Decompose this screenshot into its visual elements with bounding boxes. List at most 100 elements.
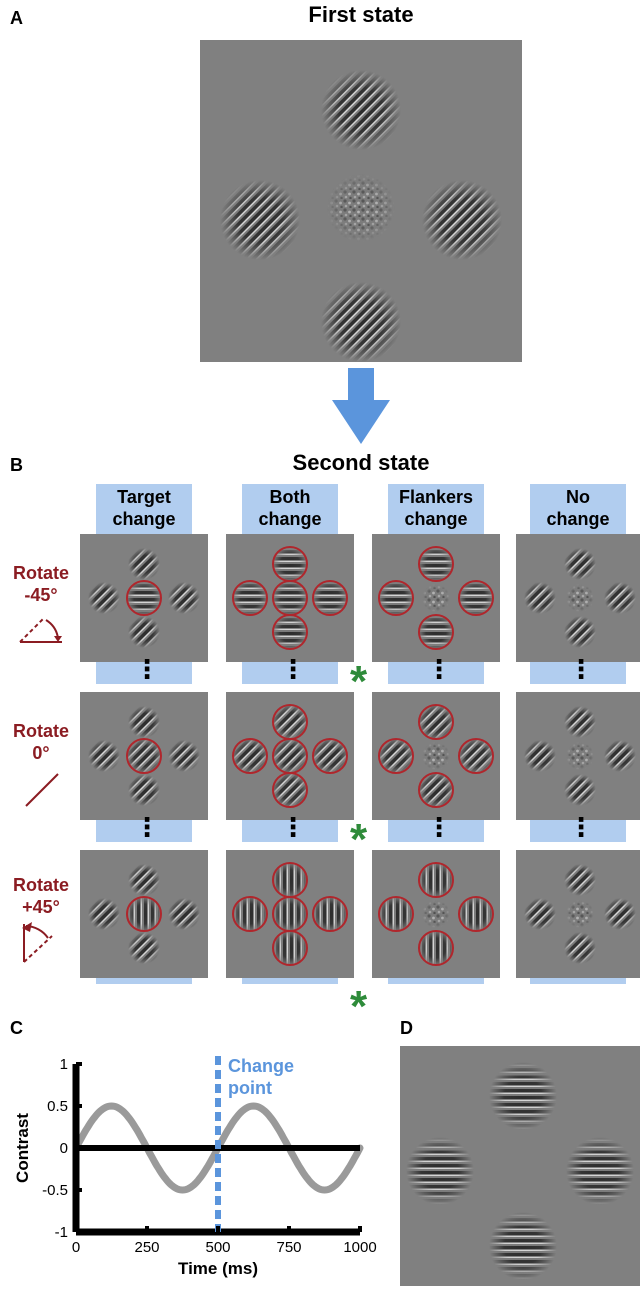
y-tick-label: 1: [60, 1056, 68, 1073]
change-marker-circle: [458, 738, 494, 774]
stimulus-cell: [226, 850, 354, 978]
column-header-line: No: [566, 487, 590, 507]
gabor-patch: [312, 580, 348, 616]
row-label-rotate-minus45: Rotate -45°: [0, 562, 82, 606]
gabor-patch: [272, 614, 308, 650]
rotation-0-icon: [25, 773, 59, 807]
change-marker-circle: [418, 930, 454, 966]
row-label-line: Rotate: [12, 875, 69, 895]
change-marker-circle: [272, 738, 308, 774]
stimulus-cell: [516, 850, 640, 978]
change-marker-circle: [378, 580, 414, 616]
gabor-left: [203, 163, 317, 277]
stimulus-cell: [80, 850, 208, 978]
ellipsis-icon: ⋮: [134, 654, 160, 684]
first-state-stimulus: [200, 40, 522, 362]
significance-star-icon: *: [350, 657, 368, 706]
change-marker-circle: [272, 580, 308, 616]
gabor-patch: [272, 580, 308, 616]
change-marker-circle: [418, 546, 454, 582]
gabor-patch: [232, 580, 268, 616]
ellipsis-icon: ⋮: [568, 654, 594, 684]
row-separator-bar: [242, 660, 338, 684]
column-header-flankers-change: Flankers change: [388, 486, 484, 530]
row-label-line: 0°: [32, 743, 50, 763]
change-marker-circle: [458, 896, 494, 932]
column-header-bar: [96, 484, 192, 534]
x-tick-label: 250: [134, 1239, 159, 1256]
change-marker-circle: [126, 896, 162, 932]
row-separator-bar: [530, 660, 626, 684]
column-header-bar: [530, 484, 626, 534]
rotation-plus45-icon: [22, 922, 53, 963]
noise-patch: [566, 584, 594, 612]
gabor-patch: [272, 546, 308, 582]
panel-b-label: B: [10, 455, 23, 475]
gabor-right: [405, 163, 519, 277]
change-marker-circle: [418, 614, 454, 650]
significance-star-icon: *: [350, 982, 368, 1031]
change-point-label-line: Change: [228, 1056, 294, 1076]
change-marker-circle: [312, 896, 348, 932]
row-label-line: -45°: [24, 585, 58, 605]
stimulus-cell: [372, 534, 500, 662]
panel-a-title: First state: [308, 2, 414, 27]
x-tick-label: 0: [72, 1239, 80, 1256]
column-header-no-change: No change: [530, 486, 626, 530]
gabor-patch: [126, 580, 162, 616]
row-separator-bar: [530, 976, 626, 984]
stimulus-cell: [516, 534, 640, 662]
change-marker-circle: [378, 738, 414, 774]
change-marker-circle: [312, 580, 348, 616]
panel-d-label: D: [400, 1018, 413, 1038]
x-axis-label: Time (ms): [178, 1259, 258, 1278]
y-tick-label: 0.5: [47, 1098, 68, 1115]
y-tick-label: -0.5: [42, 1182, 68, 1199]
y-tick-label: -1: [55, 1224, 68, 1241]
noise-patch: [422, 584, 450, 612]
ellipsis-icon: ⋮: [280, 654, 306, 684]
gabor-top: [304, 53, 418, 167]
change-marker-circle: [232, 580, 268, 616]
x-tick-label: 1000: [343, 1239, 376, 1256]
row-separator-bar: [96, 660, 192, 684]
ellipsis-icon: ⋮: [568, 812, 594, 842]
change-marker-circle: [126, 738, 162, 774]
noise-patch: [566, 742, 594, 770]
stimulus-cell: [80, 534, 208, 662]
stimulus-cell: [516, 692, 640, 820]
row-separator-bar: [388, 818, 484, 842]
column-header-line: change: [404, 509, 468, 529]
noise-patch: [422, 742, 450, 770]
gabor-patch: [418, 614, 454, 650]
row-label-line: +45°: [22, 897, 60, 917]
column-header-line: change: [258, 509, 322, 529]
ellipsis-icon: ⋮: [280, 812, 306, 842]
panel-b-title: Second state: [292, 450, 430, 475]
gabor-patch: [458, 580, 494, 616]
column-header-bar: [242, 484, 338, 534]
row-separator-bar: [242, 976, 338, 984]
ellipsis-icon: ⋮: [426, 812, 452, 842]
column-header-line: change: [112, 509, 176, 529]
column-header-bar: [388, 484, 484, 534]
row-separator-bar: [96, 976, 192, 984]
noise-patch: [566, 900, 594, 928]
change-marker-circle: [418, 862, 454, 898]
noise-patch: [422, 900, 450, 928]
column-header-line: change: [546, 509, 610, 529]
change-marker-circle: [418, 704, 454, 740]
row-label-line: Rotate: [12, 721, 69, 741]
row-separator-bar: [96, 818, 192, 842]
row-label-rotate-0: Rotate 0°: [0, 720, 82, 764]
ellipsis-icon: ⋮: [134, 812, 160, 842]
significance-star-icon: *: [350, 815, 368, 864]
x-tick-label: 500: [205, 1239, 230, 1256]
column-header-target-change: Target change: [96, 486, 192, 530]
row-separator-bar: [388, 976, 484, 984]
noise-target: [327, 174, 395, 242]
column-header-line: Flankers: [398, 487, 474, 507]
row-separator-bar: [388, 660, 484, 684]
